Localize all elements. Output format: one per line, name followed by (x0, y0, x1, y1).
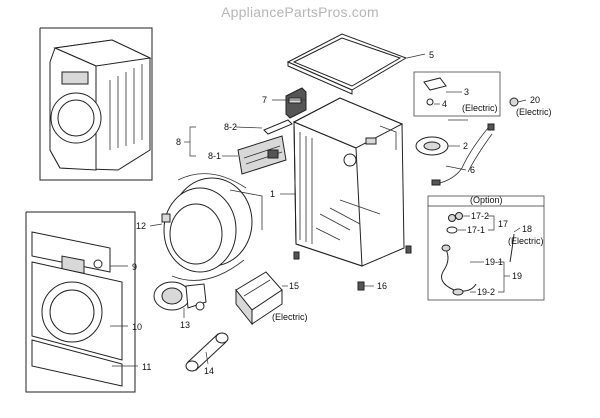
part-14-duct (185, 332, 229, 372)
label-17: 17 (498, 219, 508, 229)
label-9: 9 (132, 262, 137, 272)
label-12: 12 (136, 221, 146, 231)
label-2: 2 (463, 141, 468, 151)
electric-box-3-4 (413, 71, 501, 117)
part-6-wire-harness (431, 123, 495, 186)
watermark: AppliancePartsPros.com (221, 4, 379, 20)
label-20: 20 (530, 95, 540, 105)
cabinet-part (292, 97, 405, 267)
label-14: 14 (204, 366, 214, 376)
label-8-1: 8-1 (208, 151, 221, 161)
label-7: 7 (262, 95, 267, 105)
part-8-heater-assembly (237, 119, 293, 175)
label-6: 6 (470, 165, 475, 175)
part-16-leg (293, 245, 412, 291)
label-16: 16 (377, 281, 387, 291)
front-panel-inset (25, 211, 136, 393)
leader-lines (110, 53, 527, 367)
label-13: 13 (180, 320, 190, 330)
label-option: (Option) (470, 195, 503, 205)
part-12-drum (161, 173, 263, 281)
part-15-heater (235, 271, 283, 326)
label-17-1: 17-1 (467, 225, 485, 235)
part-labels: 5 7 8-2 8 8-1 1 2 6 3 4 (Electric) 20 (E… (132, 50, 552, 376)
label-5: 5 (429, 50, 434, 60)
label-electric-18: (Electric) (508, 236, 544, 246)
label-3: 3 (464, 87, 469, 97)
label-19-2: 19-2 (477, 287, 495, 297)
label-electric-15: (Electric) (272, 312, 308, 322)
label-electric-20: (Electric) (516, 107, 552, 117)
part-20-fitting (509, 97, 519, 107)
part-2-filter-housing (415, 136, 449, 156)
part-7-bracket (285, 87, 307, 119)
label-17-2: 17-2 (471, 211, 489, 221)
label-19-1: 19-1 (485, 257, 503, 267)
assembled-dryer-inset (39, 27, 153, 181)
label-18: 18 (522, 224, 532, 234)
label-15: 15 (289, 281, 299, 291)
label-8: 8 (176, 137, 181, 147)
part-13-blower (153, 281, 207, 311)
label-19: 19 (512, 271, 522, 281)
top-panel-part (286, 33, 408, 95)
label-1: 1 (270, 189, 275, 199)
label-4: 4 (442, 99, 447, 109)
option-box (427, 195, 545, 301)
label-11: 11 (142, 362, 151, 372)
label-8-2: 8-2 (224, 122, 237, 132)
label-10: 10 (132, 322, 142, 332)
label-electric-3: (Electric) (462, 103, 498, 113)
